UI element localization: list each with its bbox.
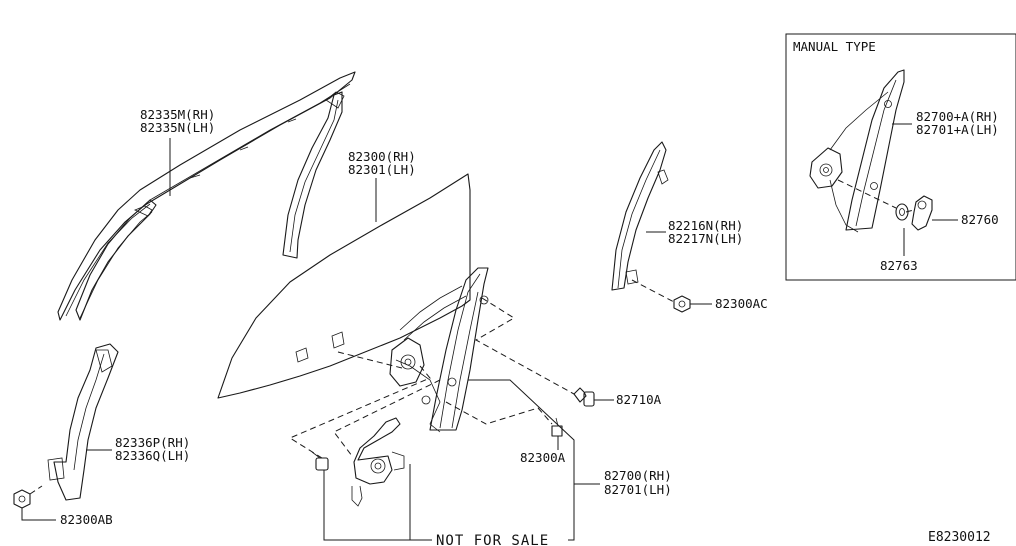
- sash-molding-part: [57, 71, 356, 321]
- svg-text:82700+A(RH): 82700+A(RH): [916, 109, 999, 124]
- svg-text:82217N(LH): 82217N(LH): [668, 231, 743, 246]
- svg-text:82763: 82763: [880, 258, 918, 273]
- window-crank-handle-part: [911, 195, 933, 231]
- label-82760: 82760: [961, 212, 999, 227]
- rear-sash-channel-part: [282, 91, 345, 259]
- label-82300ab: 82300AB: [60, 512, 113, 527]
- regulator-motor-part: [351, 417, 405, 507]
- front-division-channel-part: [611, 141, 669, 291]
- label-82300a: 82300A: [520, 450, 566, 465]
- bolt-82710a: [573, 387, 595, 407]
- assembly-dashed-lines: [29, 179, 915, 495]
- power-regulator-part: [389, 267, 489, 433]
- bolt-82300ac: [673, 295, 691, 313]
- svg-text:82216N(RH): 82216N(RH): [668, 218, 743, 233]
- svg-text:82700(RH): 82700(RH): [604, 468, 672, 483]
- svg-text:82300AC: 82300AC: [715, 296, 768, 311]
- rear-lower-sash-part: [47, 343, 119, 501]
- svg-text:82335M(RH): 82335M(RH): [140, 107, 215, 122]
- svg-text:82335N(LH): 82335N(LH): [140, 120, 215, 135]
- manual-regulator-part: [809, 69, 905, 233]
- manual-type-inset-box: [785, 33, 1016, 281]
- svg-text:82336P(RH): 82336P(RH): [115, 435, 190, 450]
- manual-type-label: MANUAL TYPE: [793, 39, 876, 54]
- label-82710a: 82710A: [616, 392, 662, 407]
- not-for-sale-label: NOT FOR SALE: [436, 533, 549, 546]
- svg-text:82336Q(LH): 82336Q(LH): [115, 448, 190, 463]
- svg-text:82760: 82760: [961, 212, 999, 227]
- svg-text:82701+A(LH): 82701+A(LH): [916, 122, 999, 137]
- label-82300ac: 82300AC: [715, 296, 768, 311]
- label-82216: 82216N(RH) 82217N(LH): [668, 218, 743, 246]
- bolt-left-motor: [311, 451, 329, 471]
- bolt-82300ab: [13, 489, 31, 509]
- label-82336: 82336P(RH) 82336Q(LH): [115, 435, 190, 463]
- svg-text:82701(LH): 82701(LH): [604, 482, 672, 497]
- svg-text:82710A: 82710A: [616, 392, 662, 407]
- svg-text:82300AB: 82300AB: [60, 512, 113, 527]
- footer-code: E8230012: [928, 530, 991, 545]
- label-82763: 82763: [880, 258, 918, 273]
- leader-lines: [21, 123, 958, 541]
- label-82300: 82300(RH) 82301(LH): [348, 149, 416, 177]
- svg-text:82300(RH): 82300(RH): [348, 149, 416, 164]
- label-82700: 82700(RH) 82701(LH): [604, 468, 672, 497]
- door-glass-part: [217, 173, 471, 399]
- label-82335: 82335M(RH) 82335N(LH): [140, 107, 215, 135]
- svg-text:82301(LH): 82301(LH): [348, 162, 416, 177]
- label-82700a: 82700+A(RH) 82701+A(LH): [916, 109, 999, 137]
- svg-text:82300A: 82300A: [520, 450, 566, 465]
